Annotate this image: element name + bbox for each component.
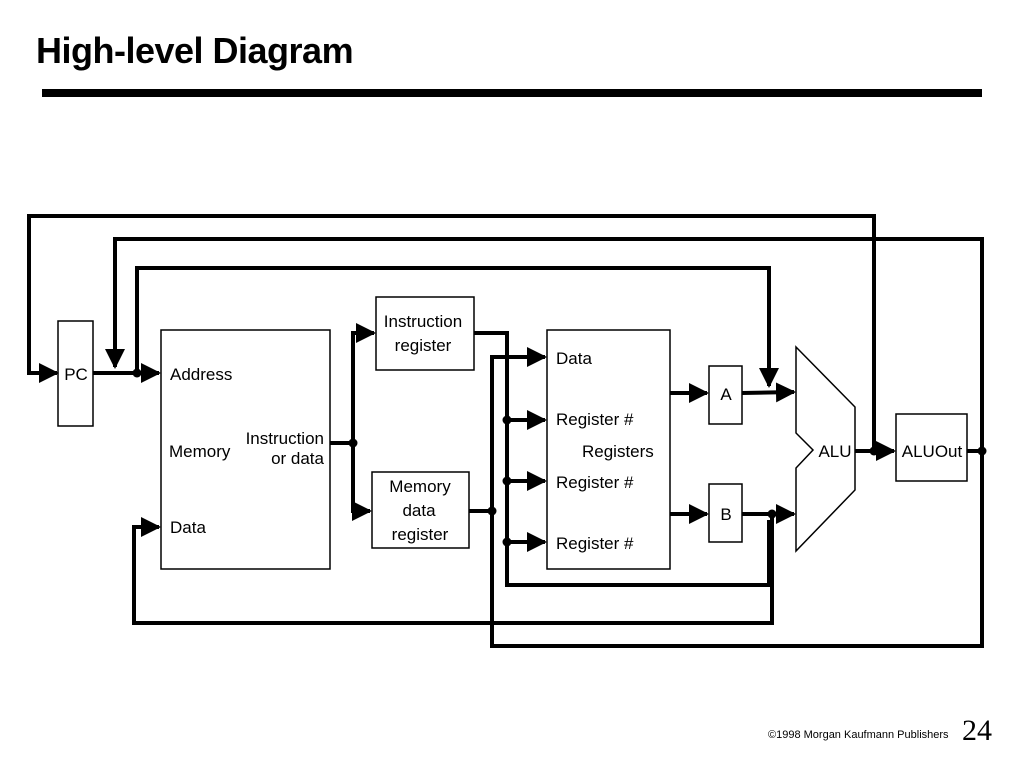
wire-to-memory-data-register bbox=[351, 443, 372, 521]
aluout-box bbox=[895, 413, 968, 482]
junction-dot bbox=[132, 368, 142, 378]
pc-box bbox=[57, 320, 94, 427]
registers-box bbox=[546, 329, 671, 570]
aluout-label: ALUOut bbox=[902, 442, 963, 461]
memory-label: Memory bbox=[169, 442, 231, 461]
junction-dot bbox=[869, 446, 879, 456]
junction-dot bbox=[502, 537, 512, 547]
junction-dot bbox=[977, 446, 987, 456]
instruction-register-label-line1: Instruction bbox=[384, 312, 462, 331]
registers-reg1-label: Register # bbox=[556, 410, 634, 429]
wire-ir-out bbox=[474, 331, 771, 587]
registers-data-label: Data bbox=[556, 349, 592, 368]
registers-reg3-label: Register # bbox=[556, 534, 634, 553]
junction-dot bbox=[502, 476, 512, 486]
wire-pc-to-alu-a bbox=[135, 266, 779, 388]
memory-address-label: Address bbox=[170, 365, 232, 384]
wire-mdr-to-reg-data bbox=[490, 347, 547, 511]
registers-reg2-label: Register # bbox=[556, 473, 634, 492]
footer-copyright: ©1998 Morgan Kaufmann Publishers bbox=[768, 729, 949, 741]
memory-data-register-label-line2: data bbox=[402, 501, 436, 520]
b-register-label: B bbox=[720, 505, 731, 524]
junction-dot bbox=[502, 415, 512, 425]
slide-title: High-level Diagram bbox=[36, 30, 354, 71]
alu-label: ALU bbox=[818, 442, 851, 461]
instruction-register-box bbox=[375, 296, 475, 371]
memory-output-label-line1: Instruction bbox=[246, 429, 324, 448]
wire-a-to-alu bbox=[741, 382, 796, 403]
pc-label: PC bbox=[64, 365, 88, 384]
b-register-box bbox=[708, 483, 743, 543]
page-number: 24 bbox=[962, 714, 992, 747]
registers-label: Registers bbox=[582, 442, 654, 461]
junction-dot bbox=[767, 509, 777, 519]
junction-dot bbox=[487, 506, 497, 516]
alu-shape bbox=[795, 345, 856, 553]
wire-b-to-memory-data bbox=[132, 514, 774, 625]
memory-box bbox=[160, 329, 331, 570]
memory-data-register-box bbox=[371, 471, 470, 549]
wire-to-instruction-register bbox=[351, 323, 376, 443]
a-register-label: A bbox=[720, 385, 732, 404]
title-rule bbox=[42, 89, 982, 97]
wire-aluout-to-pc bbox=[105, 237, 984, 451]
junction-dot bbox=[348, 438, 358, 448]
a-register-box bbox=[708, 365, 743, 425]
instruction-register-label-line2: register bbox=[395, 336, 452, 355]
memory-data-register-label-line3: register bbox=[392, 525, 449, 544]
wire-aluout-feedback bbox=[490, 451, 984, 648]
memory-data-register-label-line1: Memory bbox=[389, 477, 451, 496]
memory-output-label-line2: or data bbox=[271, 449, 324, 468]
memory-data-label: Data bbox=[170, 518, 206, 537]
wire-alu-to-pc bbox=[27, 214, 876, 451]
